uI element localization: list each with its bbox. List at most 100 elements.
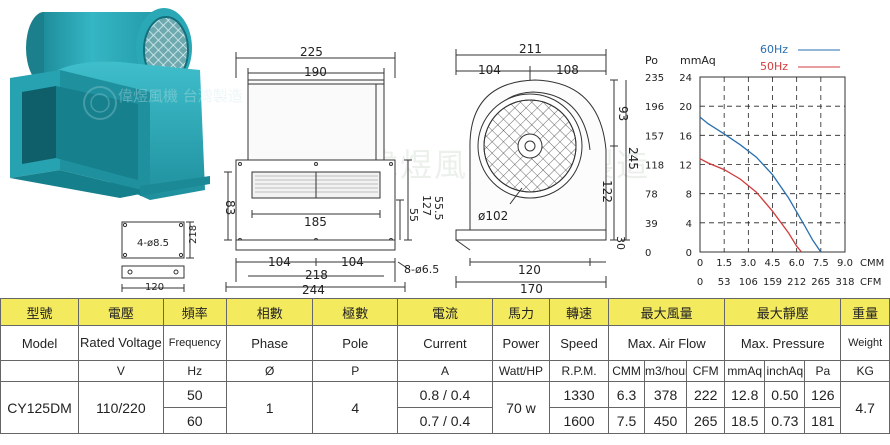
- unit-hz: Hz: [162, 360, 227, 382]
- dim-170: 170: [520, 282, 543, 296]
- cell-cmm-60: 7.5: [608, 407, 645, 434]
- dim-244: 244: [302, 283, 325, 296]
- th-en-current: Current: [396, 325, 493, 361]
- watermark-text: 偉煜風機 台灣製造: [118, 87, 243, 105]
- y-tick-mmaq: 4: [686, 219, 692, 230]
- unit-pole: P: [312, 360, 398, 382]
- x-tick-cmm: 7.5: [813, 258, 829, 269]
- cell-mmaq-50: 12.8: [724, 381, 766, 408]
- side-view-drawing: [455, 49, 630, 288]
- legend-50hz: 50Hz: [760, 60, 788, 73]
- y-tick-mmaq: 16: [679, 131, 692, 142]
- y-tick-mmaq: 0: [686, 248, 692, 259]
- dim-122: 122: [600, 180, 614, 203]
- unit-pa: Pa: [804, 360, 842, 382]
- y-tick-mmaq: 20: [679, 102, 692, 113]
- legend-60hz: 60Hz: [760, 43, 788, 56]
- unit-v: V: [78, 360, 164, 382]
- dim-104-left: 104: [268, 255, 291, 269]
- cell-current-60: 0.7 / 0.4: [396, 407, 493, 434]
- x-tick-cfm: 318: [835, 277, 854, 288]
- dim-218: 218: [305, 268, 328, 282]
- cell-power: 70 w: [491, 381, 550, 434]
- data-row-60hz: 60 0.7 / 0.4 1600 7.5 450 265 18.5 0.73 …: [1, 407, 890, 434]
- x-tick-cmm: 0: [697, 258, 703, 269]
- y-tick-pa: 0: [645, 248, 651, 259]
- y-tick-pa: 39: [645, 219, 658, 230]
- header-row-chinese: 型號 電壓 頻率 相數 極數 電流 馬力 轉速 最大風量 最大靜壓 重量: [0, 298, 890, 326]
- cell-m3h-60: 450: [643, 407, 688, 434]
- dim-211: 211: [519, 42, 542, 56]
- cell-weight: 4.7: [840, 381, 890, 434]
- x-tick-cfm: 159: [763, 277, 782, 288]
- cell-pa-60: 181: [804, 407, 842, 434]
- unit-phase: Ø: [225, 360, 314, 382]
- bracket-hole-label: 4-ø8.5: [137, 238, 169, 249]
- x-tick-cfm: 265: [811, 277, 830, 288]
- x-tick-cfm: 0: [697, 277, 703, 288]
- cell-rpm-50: 1330: [548, 381, 610, 408]
- th-zh-model: 型號: [0, 298, 80, 326]
- th-en-pressure: Max. Pressure: [724, 325, 842, 361]
- y-tick-pa: 78: [645, 190, 658, 201]
- unit-a: A: [396, 360, 493, 382]
- th-zh-weight: 重量: [840, 298, 890, 326]
- hole-spec-8: 8-ø6.5: [404, 263, 439, 276]
- cell-current-50: 0.8 / 0.4: [396, 381, 493, 408]
- th-zh-frequency: 頻率: [162, 298, 227, 326]
- data-row-50hz: CY125DM 110/220 50 1 4 0.8 / 0.4 70 w 13…: [0, 381, 890, 434]
- th-zh-airflow: 最大風量: [608, 298, 726, 326]
- cell-cfm-50: 222: [686, 381, 726, 408]
- y-tick-pa: 118: [645, 161, 664, 172]
- dim-30: 30: [614, 236, 627, 250]
- dim-225: 225: [300, 45, 323, 59]
- chart-series: [699, 116, 822, 253]
- th-en-airflow: Max. Air Flow: [608, 325, 726, 361]
- th-en-speed: Speed: [548, 325, 610, 361]
- x-unit-cfm: CFM: [860, 277, 881, 288]
- dim-127: 127: [420, 195, 433, 216]
- unit-inchaq: inchAq: [764, 360, 806, 382]
- x-tick-cmm: 4.5: [765, 258, 781, 269]
- dim-83: 83: [223, 200, 237, 215]
- dim-55-5: 55.5: [432, 196, 445, 221]
- cell-inchaq-50: 0.50: [764, 381, 806, 408]
- th-zh-pole: 極數: [312, 298, 398, 326]
- th-en-phase: Phase: [225, 325, 314, 361]
- cell-voltage: 110/220: [78, 381, 164, 434]
- dim-245: 245: [626, 147, 640, 170]
- cell-inchaq-60: 0.73: [764, 407, 806, 434]
- cell-cmm-50: 6.3: [608, 381, 645, 408]
- dim-104-right: 104: [341, 255, 364, 269]
- dim-120-side: 120: [518, 263, 541, 277]
- x-tick-cfm: 106: [739, 277, 758, 288]
- dim-108: 108: [556, 63, 579, 77]
- unit-rpm: R.P.M.: [548, 360, 610, 382]
- cell-phase: 1: [225, 381, 314, 434]
- y-label-po: Po: [645, 54, 658, 67]
- cell-model: CY125DM: [0, 381, 80, 434]
- cell-rpm-60: 1600: [548, 407, 610, 434]
- th-en-weight: Weight: [840, 325, 890, 361]
- x-tick-cmm: 6.0: [789, 258, 805, 269]
- unit-cfm: CFM: [686, 360, 726, 382]
- th-zh-voltage: 電壓: [78, 298, 164, 326]
- th-zh-pressure: 最大靜壓: [724, 298, 842, 326]
- y-tick-mmaq: 24: [679, 73, 692, 84]
- dim-185: 185: [304, 215, 327, 229]
- unit-m3h: m3/hour: [643, 360, 688, 382]
- x-tick-cmm: 1.5: [716, 258, 732, 269]
- unit-mmaq: mmAq: [724, 360, 766, 382]
- th-zh-current: 電流: [396, 298, 493, 326]
- series-line-50hz: [699, 158, 803, 253]
- y-tick-mmaq: 12: [679, 161, 692, 172]
- series-line-60hz: [699, 116, 822, 253]
- unit-row: V Hz Ø P A Watt/HP R.P.M. CMM m3/hour CF…: [0, 360, 890, 382]
- front-view-drawing: [224, 52, 412, 292]
- legend: 60Hz 50Hz: [760, 43, 840, 73]
- dim-93: 93: [616, 106, 630, 121]
- y-tick-pa: 196: [645, 102, 664, 113]
- dim-dia-102: ø102: [478, 209, 508, 223]
